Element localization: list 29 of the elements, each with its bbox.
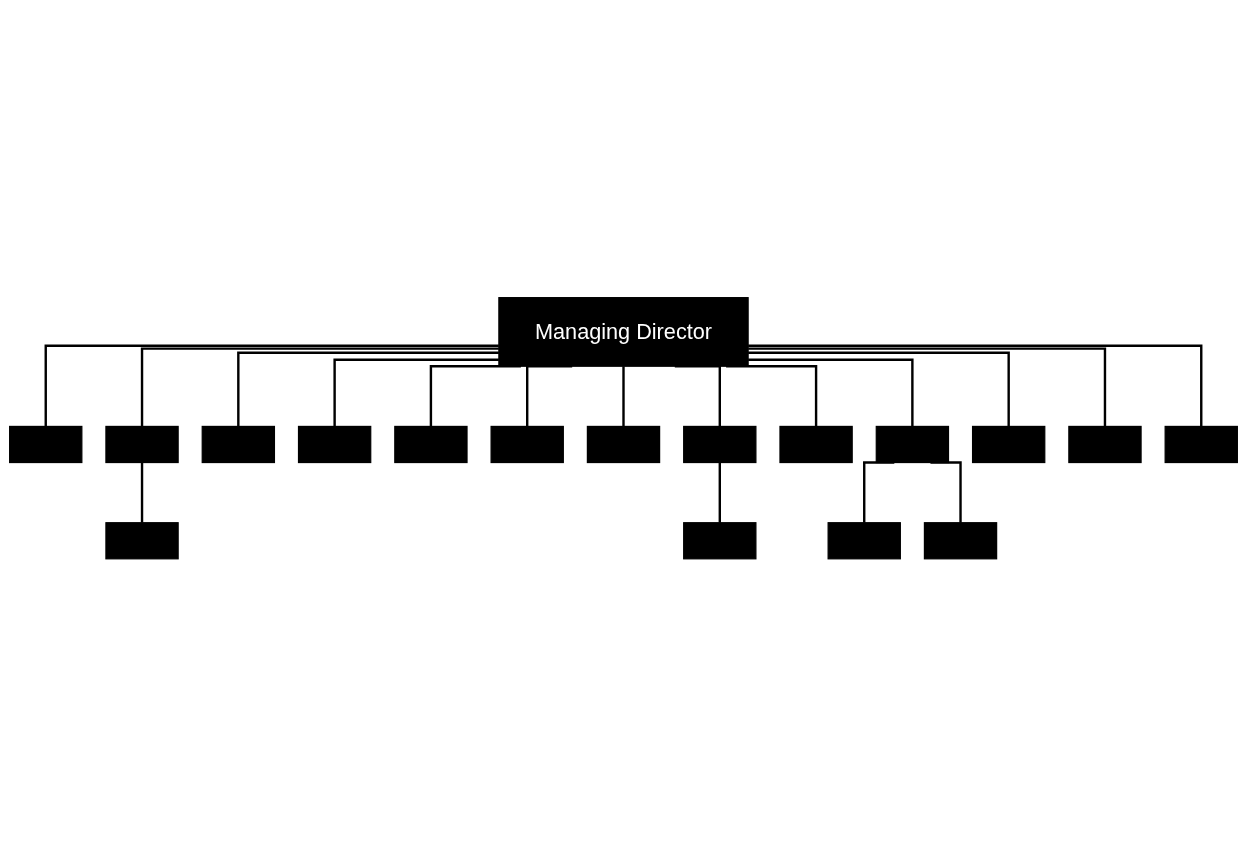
- connector: [622, 365, 625, 427]
- node-box: [1164, 426, 1238, 464]
- node-box: [297, 426, 372, 464]
- connector: [140, 461, 144, 523]
- node-box: [201, 426, 276, 464]
- node-box: [105, 522, 179, 560]
- node-box: [490, 426, 564, 464]
- node-box: [683, 426, 757, 464]
- connector: [748, 344, 1203, 427]
- node-box: [971, 426, 1046, 464]
- node-box: [827, 522, 901, 560]
- connector: [748, 358, 914, 427]
- node-box: [683, 522, 757, 560]
- connector: [748, 347, 1107, 427]
- connector: [748, 351, 1010, 427]
- node-box: [1068, 426, 1142, 464]
- node-box: [779, 426, 853, 464]
- node-box: [105, 426, 179, 464]
- node-box: [9, 426, 83, 464]
- connector: [44, 344, 499, 427]
- node-box: [394, 426, 468, 464]
- node-box: [923, 522, 998, 560]
- connector: [718, 461, 721, 523]
- node-box: Managing Director: [498, 297, 749, 368]
- node-box: [875, 426, 950, 464]
- connector: [237, 351, 499, 427]
- connector: [333, 358, 499, 427]
- node-box: [586, 426, 661, 464]
- connector: [140, 347, 499, 427]
